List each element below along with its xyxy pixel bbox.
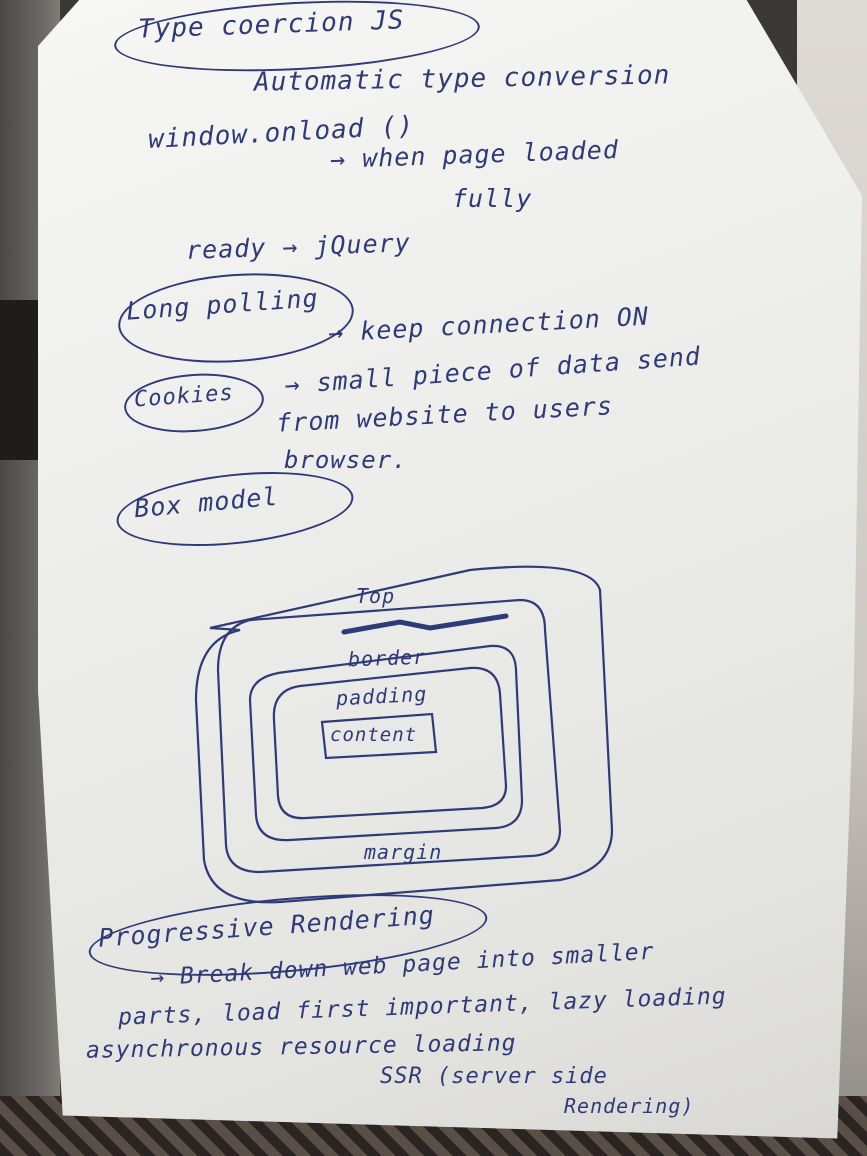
note-ssr-line-2: Rendering) [564,1094,695,1118]
diagram-label-top: Top [356,584,396,608]
margin-outer-rectangle [194,565,614,904]
padding-rectangle [272,666,508,820]
background-object [0,300,40,460]
diagram-label-border: border [347,644,427,672]
border-rectangle [248,644,524,842]
scribble [341,613,509,635]
note-fully: fully [452,184,533,213]
note-cookies-line-3: browser. [284,446,408,474]
content-box [320,712,438,760]
diagram-label-content: content [330,724,418,746]
diagram-label-margin: margin [364,840,443,864]
note-ssr-line-1: SSR (server side [380,1064,608,1089]
margin-inner-rectangle [216,598,562,874]
diagram-label-padding: padding [335,681,428,711]
note-paper [38,0,862,1139]
